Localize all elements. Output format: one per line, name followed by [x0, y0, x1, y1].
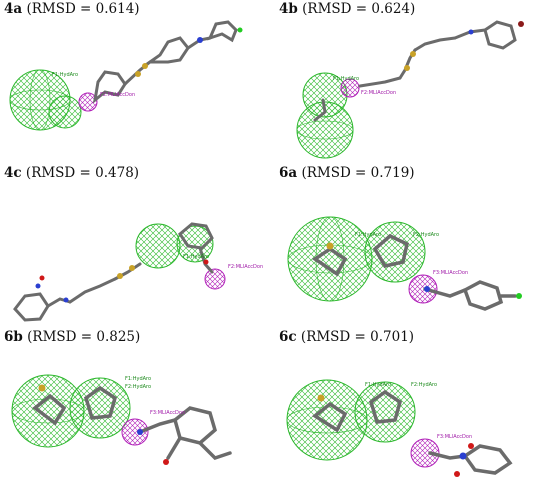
feature-label: F3:MLlAccDon [433, 270, 468, 276]
chlorine-atom [237, 27, 243, 33]
oxygen-atom [468, 443, 474, 449]
feature-label: F1:HydAro [52, 72, 78, 78]
acceptor-donor-sphere [78, 92, 98, 112]
hydrophobic-sphere [286, 379, 368, 461]
acceptor-donor-sphere [204, 268, 226, 290]
molecule-6a: F1:HydAro F2:HydAro F3:MLlAccDon [287, 216, 522, 311]
feature-label: F2:HydAro [125, 384, 151, 390]
molecule-skeleton [313, 20, 517, 122]
acceptor-donor-sphere [408, 274, 438, 304]
hydrophobic-sphere [135, 223, 181, 269]
panel-caption: 4b (RMSD = 0.624) [279, 1, 416, 17]
molecule-skeleton [13, 222, 214, 322]
panel-4a: 4a (RMSD = 0.614) F1:HydAro F2:MLlAccDon [0, 0, 275, 164]
sulfur-atom [326, 242, 334, 250]
nitrogen-atom [459, 452, 467, 460]
hydrophobic-sphere [364, 221, 426, 283]
feature-label: F2:MLlAccDon [100, 92, 135, 98]
sulfur-atom [117, 273, 123, 279]
sulfur-atom [129, 265, 135, 271]
acceptor-donor-sphere [121, 418, 149, 446]
nitrogen-atom [35, 283, 41, 289]
sulfur-atom [404, 65, 410, 71]
nitrogen-atom [137, 429, 143, 435]
molecule-skeleton [311, 233, 517, 311]
panel-caption: 6b (RMSD = 0.825) [4, 329, 141, 345]
panel-caption: 6a (RMSD = 0.719) [279, 165, 415, 181]
hydrophobic-sphere [287, 216, 373, 302]
sulfur-atom [317, 394, 325, 402]
nitrogen-atom [468, 29, 474, 35]
nitrogen-atom [63, 297, 69, 303]
panel-4b: 4b (RMSD = 0.624) F1:HydAro F2:MLlAccDon [275, 0, 550, 164]
oxygen-atom [39, 275, 45, 281]
oxygen-atom [163, 459, 169, 465]
feature-label: F1:HydAro [183, 254, 209, 260]
molecule-4b: F1:HydAro F2:MLlAccDon [296, 20, 524, 159]
molecule-4a: F1:HydAro F2:MLlAccDon [9, 20, 243, 131]
panel-6c: 6c (RMSD = 0.701) F1:HydAro F2:HydAro F3… [275, 328, 550, 492]
feature-label: F3:MLlAccDon [150, 410, 185, 416]
oxygen-atom [454, 471, 460, 477]
panel-6b: 6b (RMSD = 0.825) F1:HydAro F2:HydAro F3… [0, 328, 275, 492]
feature-label: F1:HydAro [355, 232, 381, 238]
sulfur-atom [38, 384, 46, 392]
panel-caption: 4a (RMSD = 0.614) [4, 1, 140, 17]
feature-label: F2:HydAro [411, 382, 437, 388]
sulfur-atom [410, 51, 416, 57]
sulfur-atom [142, 63, 148, 69]
nitrogen-atom [424, 286, 430, 292]
feature-label: F1:HydAro [333, 76, 359, 82]
molecule-6c: F1:HydAro F2:HydAro F3:MLlAccDon [286, 379, 513, 477]
acceptor-donor-sphere [410, 438, 440, 468]
chlorine-atom [516, 293, 522, 299]
oxygen-atom [203, 259, 209, 265]
molecule-skeleton [92, 20, 238, 104]
feature-label: F2:MLlAccDon [228, 264, 263, 270]
feature-label: F2:HydAro [413, 232, 439, 238]
feature-label: F1:HydAro [125, 376, 151, 382]
panel-6a: 6a (RMSD = 0.719) F1:HydAro F2:HydAro F3… [275, 164, 550, 328]
feature-label: F2:MLlAccDon [361, 90, 396, 96]
sulfur-atom [135, 71, 141, 77]
panel-caption: 4c (RMSD = 0.478) [4, 165, 140, 181]
panel-caption: 6c (RMSD = 0.701) [279, 329, 415, 345]
hydrophobic-sphere [69, 377, 131, 439]
hydrophobic-sphere [354, 381, 416, 443]
acceptor-donor-sphere [340, 78, 360, 98]
hydrophobic-sphere [176, 225, 214, 263]
nitrogen-atom [197, 37, 203, 43]
molecule-6b: F1:HydAro F2:HydAro F3:MLlAccDon [11, 374, 232, 465]
feature-label: F1:HydAro [365, 382, 391, 388]
panel-4c: 4c (RMSD = 0.478) F1:HydAro F2:MLlAccDon [0, 164, 275, 328]
bromine-atom [518, 21, 524, 27]
hydrophobic-sphere [48, 95, 82, 129]
molecule-4c: F1:HydAro F2:MLlAccDon [13, 222, 263, 322]
molecule-skeleton [32, 385, 232, 461]
feature-label: F3:MLlAccDon [437, 434, 472, 440]
